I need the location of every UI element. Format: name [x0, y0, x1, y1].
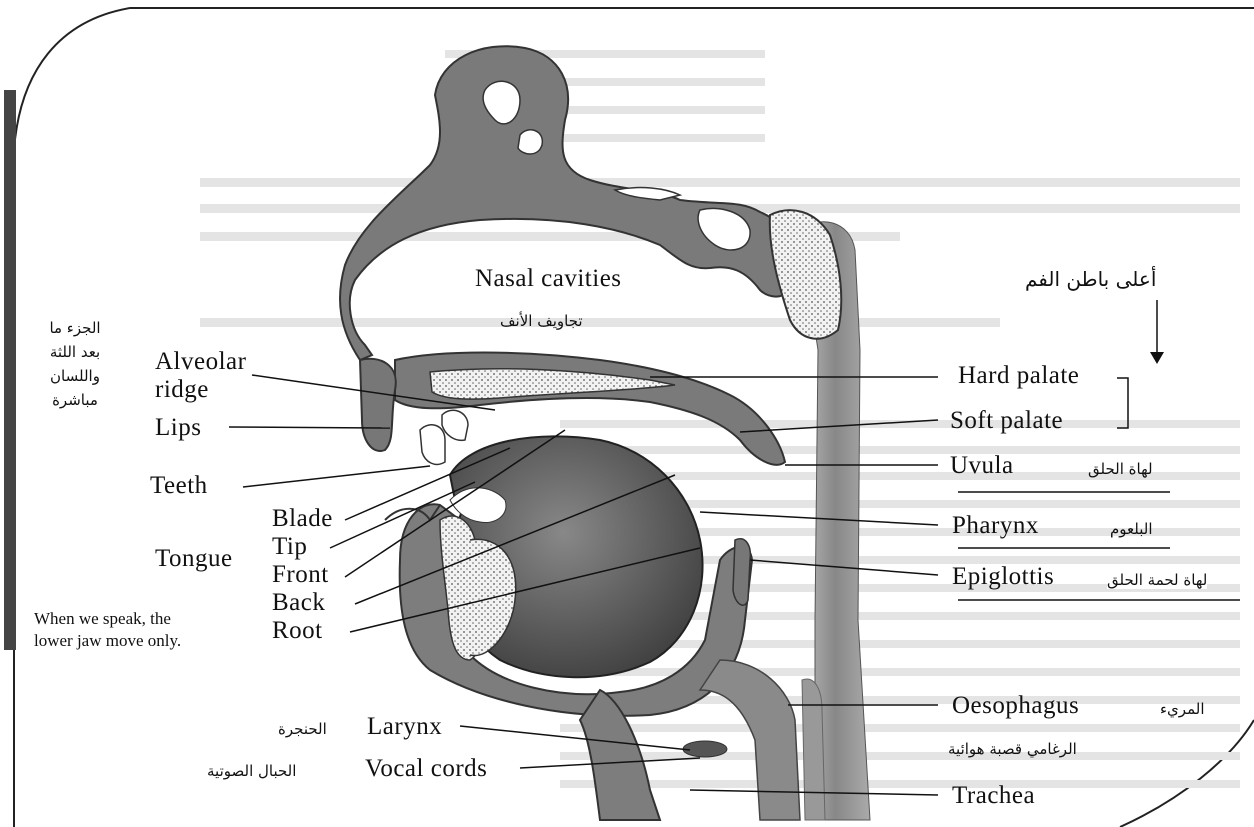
alveolar-ar-line4: مباشرة [30, 388, 120, 412]
label-pharynx: Pharynx [952, 512, 1039, 540]
label-trachea-ar: الرغامي قصبة هوائية [948, 740, 1077, 758]
label-blade: Blade [272, 505, 333, 533]
label-larynx-ar: الحنجرة [278, 720, 327, 738]
label-epiglottis: Epiglottis [952, 563, 1054, 591]
jaw-note-line2: lower jaw move only. [34, 630, 181, 652]
palate-top-caption: أعلى باطن الفم [1025, 267, 1156, 291]
label-uvula: Uvula [950, 452, 1014, 480]
label-larynx: Larynx [367, 713, 442, 741]
label-hard-palate: Hard palate [958, 362, 1079, 390]
label-nasal-cavities: Nasal cavities [475, 265, 622, 293]
label-ridge: ridge [155, 376, 209, 404]
label-tip: Tip [272, 533, 307, 561]
alveolar-ar-line3: واللسان [30, 364, 120, 388]
label-soft-palate: Soft palate [950, 407, 1063, 435]
label-front: Front [272, 561, 329, 589]
label-tongue: Tongue [155, 545, 233, 573]
label-pharynx-ar: البلعوم [1110, 520, 1153, 538]
label-vocal-cords: Vocal cords [365, 755, 487, 783]
label-oesophagus: Oesophagus [952, 692, 1079, 720]
label-trachea: Trachea [952, 782, 1035, 810]
label-alveolar: Alveolar [155, 348, 246, 376]
label-root: Root [272, 617, 323, 645]
label-nasal-cavities-ar: تجاويف الأنف [500, 312, 583, 330]
label-back: Back [272, 589, 325, 617]
label-vocal-cords-ar: الحبال الصوتية [207, 762, 296, 780]
jaw-note: When we speak, the lower jaw move only. [34, 608, 181, 652]
alveolar-ar-line2: بعد اللثة [30, 340, 120, 364]
jaw-note-line1: When we speak, the [34, 608, 181, 630]
alveolar-arabic-note: الجزء ما بعد اللثة واللسان مباشرة [30, 316, 120, 412]
label-teeth: Teeth [150, 472, 208, 500]
label-lips: Lips [155, 414, 201, 442]
label-epiglottis-ar: لهاة لحمة الحلق [1107, 571, 1207, 589]
alveolar-ar-line1: الجزء ما [30, 316, 120, 340]
label-oesophagus-ar: المريء [1160, 700, 1204, 718]
label-uvula-ar: لهاة الحلق [1088, 460, 1153, 478]
